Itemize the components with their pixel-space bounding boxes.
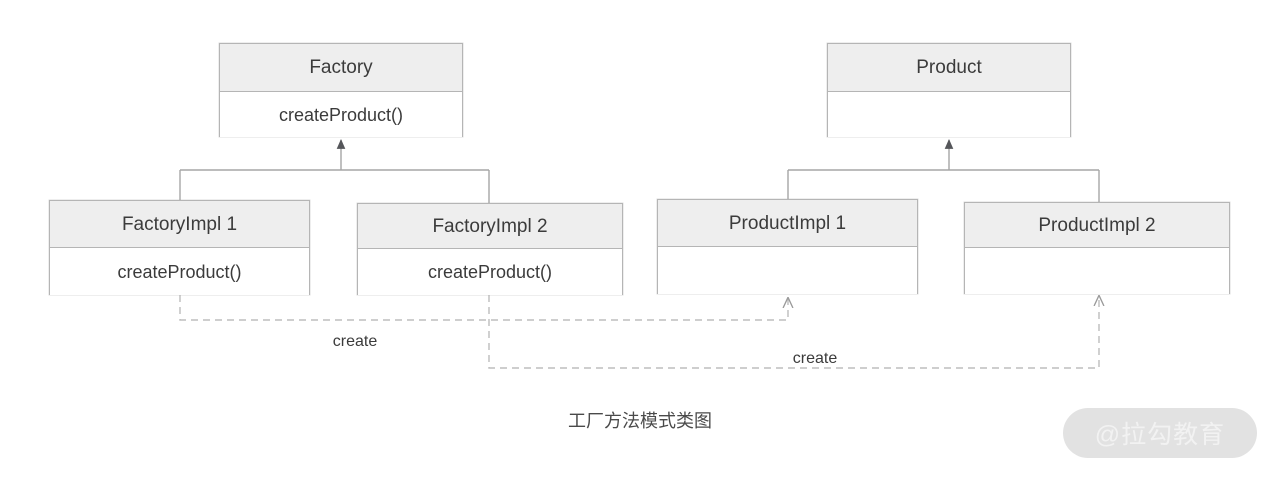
class-members-product — [828, 92, 1070, 137]
class-members-factory: createProduct() — [220, 92, 462, 137]
class-box-product-impl-2[interactable]: ProductImpl 2 — [964, 202, 1230, 294]
class-name-factory-impl-2: FactoryImpl 2 — [358, 204, 622, 249]
generalization-right-tree — [787, 139, 1100, 202]
class-name-product-impl-1: ProductImpl 1 — [658, 200, 917, 247]
diagram-caption: 工厂方法模式类图 — [568, 411, 712, 431]
dependency-line-create-1 — [179, 295, 788, 321]
class-members-product-impl-2 — [965, 248, 1229, 294]
class-members-product-impl-1 — [658, 247, 917, 294]
class-box-factory-impl-1[interactable]: FactoryImpl 1 createProduct() — [49, 200, 310, 295]
class-box-factory[interactable]: Factory createProduct() — [219, 43, 463, 137]
class-box-product[interactable]: Product — [827, 43, 1071, 137]
class-name-factory-impl-1: FactoryImpl 1 — [50, 201, 309, 248]
class-members-factory-impl-1: createProduct() — [50, 248, 309, 295]
generalization-left-tree — [179, 139, 490, 203]
class-name-product-impl-2: ProductImpl 2 — [965, 203, 1229, 248]
class-name-factory: Factory — [220, 44, 462, 92]
class-box-product-impl-1[interactable]: ProductImpl 1 — [657, 199, 918, 294]
edge-label-create-1: create — [327, 334, 383, 350]
class-name-product: Product — [828, 44, 1070, 92]
edge-label-create-2: create — [787, 351, 843, 367]
class-box-factory-impl-2[interactable]: FactoryImpl 2 createProduct() — [357, 203, 623, 295]
watermark-badge: @拉勾教育 — [1063, 408, 1257, 458]
class-members-factory-impl-2: createProduct() — [358, 249, 622, 295]
dependency-create-1 — [179, 295, 788, 321]
